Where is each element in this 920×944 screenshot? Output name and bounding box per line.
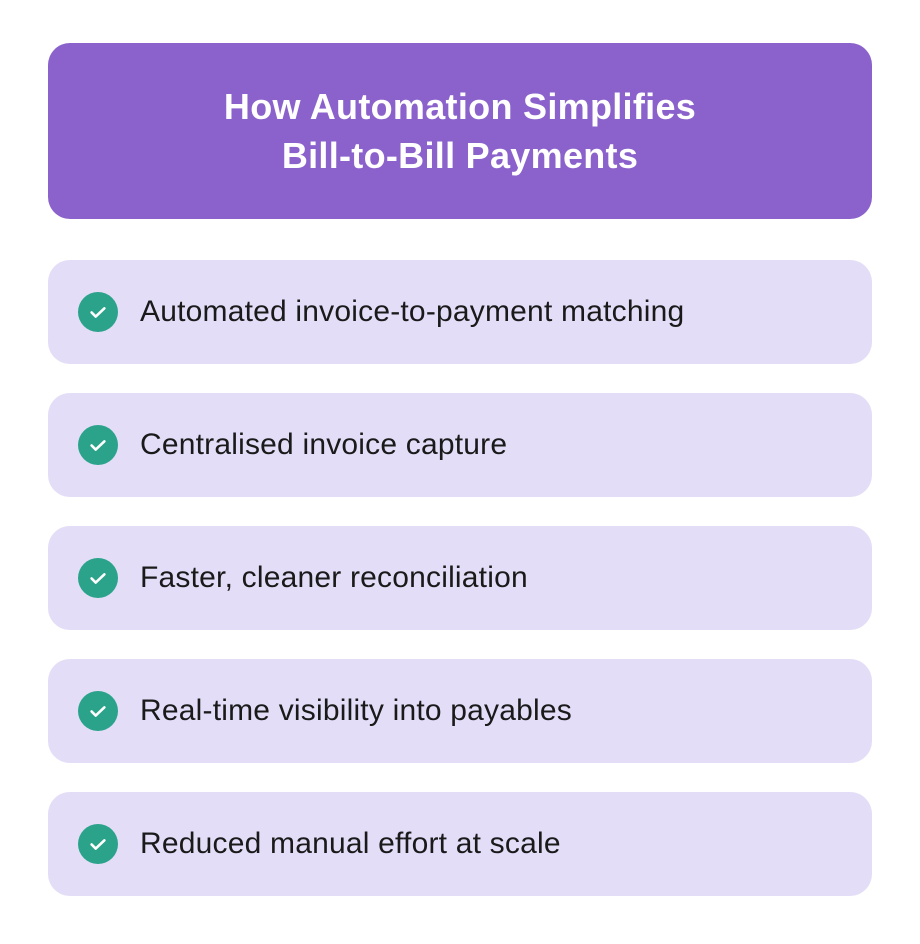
list-item-label: Centralised invoice capture: [140, 428, 508, 461]
benefits-list: Automated invoice-to-payment matching Ce…: [48, 260, 872, 925]
list-item: Centralised invoice capture: [48, 393, 872, 497]
check-icon: [78, 824, 118, 864]
list-item-label: Real-time visibility into payables: [140, 694, 572, 727]
list-item: Reduced manual effort at scale: [48, 792, 872, 896]
header-card: How Automation Simplifies Bill-to-Bill P…: [48, 43, 872, 219]
page-title: How Automation Simplifies Bill-to-Bill P…: [224, 82, 696, 180]
page-title-line-2: Bill-to-Bill Payments: [281, 135, 639, 176]
check-icon: [78, 691, 118, 731]
check-icon: [78, 292, 118, 332]
list-item: Automated invoice-to-payment matching: [48, 260, 872, 364]
list-item-label: Faster, cleaner reconciliation: [140, 561, 528, 594]
list-item-label: Automated invoice-to-payment matching: [140, 295, 685, 328]
list-item: Faster, cleaner reconciliation: [48, 526, 872, 630]
check-icon: [78, 425, 118, 465]
list-item: Real-time visibility into payables: [48, 659, 872, 763]
check-icon: [78, 558, 118, 598]
page-title-line-1: How Automation Simplifies: [223, 86, 697, 127]
list-item-label: Reduced manual effort at scale: [140, 827, 561, 860]
